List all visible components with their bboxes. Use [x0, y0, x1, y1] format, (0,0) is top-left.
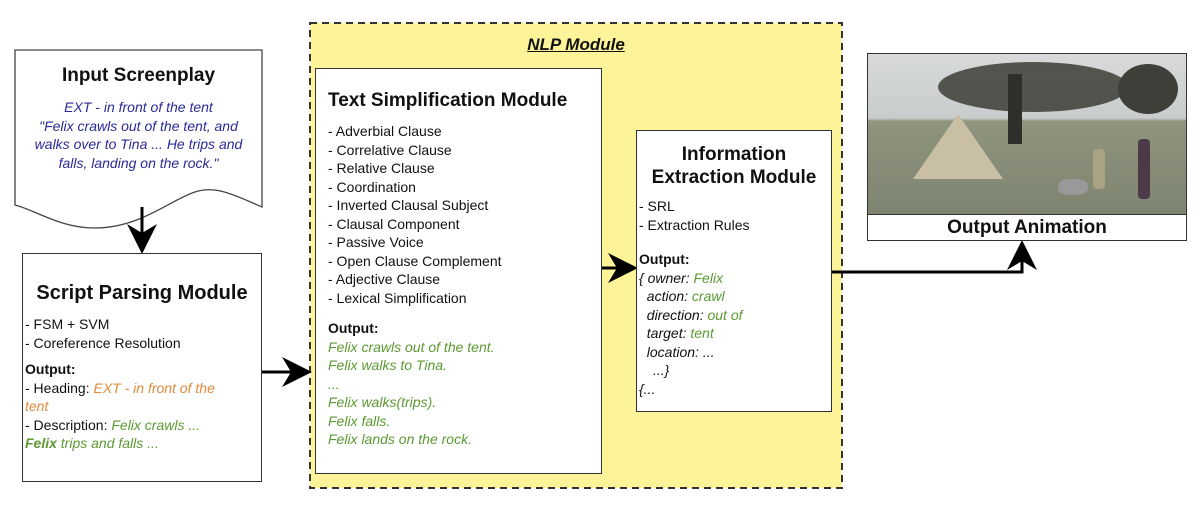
simplification-item: - Adjective Clause — [328, 271, 441, 287]
simplification-output-sentence: Felix lands on the rock. — [328, 431, 472, 447]
field-value: out of — [707, 306, 743, 323]
simplification-item: - Correlative Clause — [328, 141, 452, 158]
simplification-item: - Lexical Simplification — [328, 289, 467, 306]
screenplay-text: EXT - in front of the tent "Felix crawls… — [15, 98, 262, 172]
arrow-extraction-to-animation — [832, 240, 1037, 274]
simplification-item: - Clausal Component — [328, 215, 460, 232]
parsing-item: - FSM + SVM — [25, 316, 110, 332]
input-screenplay-title: Input Screenplay — [61, 65, 216, 86]
field-prefix — [639, 344, 647, 360]
simplification-output-sentence: Felix crawls out of the tent. — [328, 338, 495, 355]
extraction-field: { owner: Felix — [639, 269, 831, 288]
heading-value-cont: tent — [25, 398, 49, 414]
output-animation-caption: Output Animation — [868, 214, 1186, 240]
field-value: crawl — [691, 288, 725, 304]
simplification-item: - Inverted Clausal Subject — [328, 197, 489, 213]
field-value: tent — [690, 325, 714, 341]
nlp-module-title: NLP Module — [527, 35, 625, 54]
animation-scene-image — [868, 54, 1186, 214]
field-prefix — [639, 325, 647, 341]
parsing-output-label: Output: — [25, 361, 76, 377]
parsing-item: - Coreference Resolution — [25, 334, 181, 351]
screenplay-line: "Felix crawls out of the tent, and — [39, 117, 238, 134]
text-simplification-module: Text Simplification Module - Adverbial C… — [315, 68, 602, 474]
simplification-item: - Coordination — [328, 178, 416, 195]
description-label: - Description: — [25, 416, 112, 433]
extraction-item: - Extraction Rules — [639, 216, 750, 233]
screenplay-document-shape — [14, 49, 263, 229]
screenplay-line: falls, landing on the rock." — [58, 154, 219, 171]
simplification-item: - Passive Voice — [328, 234, 424, 250]
field-key: location: ... — [646, 343, 715, 360]
extraction-field: direction: out of — [639, 306, 831, 325]
extraction-more: {... — [639, 380, 656, 397]
simplification-item: - Relative Clause — [328, 160, 435, 176]
title-line: Extraction Module — [651, 167, 817, 188]
simplification-item: - Adverbial Clause — [328, 123, 442, 139]
simplification-output-sentence: Felix walks to Tina. — [328, 357, 447, 373]
screenplay-line: EXT - in front of the tent — [64, 99, 213, 115]
script-parsing-module: Script Parsing Module - FSM + SVM - Core… — [22, 253, 262, 482]
field-prefix — [639, 307, 647, 323]
heading-value: EXT - in front of the — [93, 379, 215, 396]
simplification-output-sentence: Felix falls. — [328, 412, 391, 429]
information-extraction-module: Information Extraction Module - SRL - Ext… — [636, 130, 832, 412]
simplification-output-sentence: ... — [328, 375, 340, 392]
simplification-output-sentence: Felix walks(trips). — [328, 394, 437, 410]
description-bold: Felix — [25, 435, 57, 451]
script-parsing-title: Script Parsing Module — [36, 282, 248, 304]
heading-label: - Heading: — [25, 379, 94, 396]
extraction-item: - SRL — [639, 198, 675, 214]
field-key: owner: — [647, 269, 694, 286]
field-key: action: — [646, 288, 692, 304]
extraction-close: ...} — [653, 362, 670, 378]
extraction-output-label: Output: — [639, 251, 690, 267]
field-key: target: — [646, 325, 691, 341]
field-key: direction: — [646, 306, 708, 323]
description-value: Felix crawls ... — [111, 416, 201, 433]
information-extraction-title: Information Extraction Module — [637, 143, 831, 189]
simplification-item: - Open Clause Complement — [328, 252, 502, 269]
text-simplification-title: Text Simplification Module — [328, 90, 568, 111]
description-value-cont: trips and falls ... — [56, 435, 159, 451]
extraction-field: action: crawl — [639, 287, 831, 306]
screenplay-line: walks over to Tina ... He trips and — [34, 136, 243, 152]
output-animation-panel: Output Animation — [867, 53, 1187, 241]
title-line: Information — [681, 144, 787, 165]
field-prefix: { — [639, 269, 648, 286]
field-value: Felix — [693, 269, 724, 286]
field-prefix — [639, 288, 647, 304]
extraction-field: target: tent — [639, 324, 831, 343]
extraction-field: location: ... — [639, 343, 831, 362]
simplification-output-label: Output: — [328, 320, 379, 336]
